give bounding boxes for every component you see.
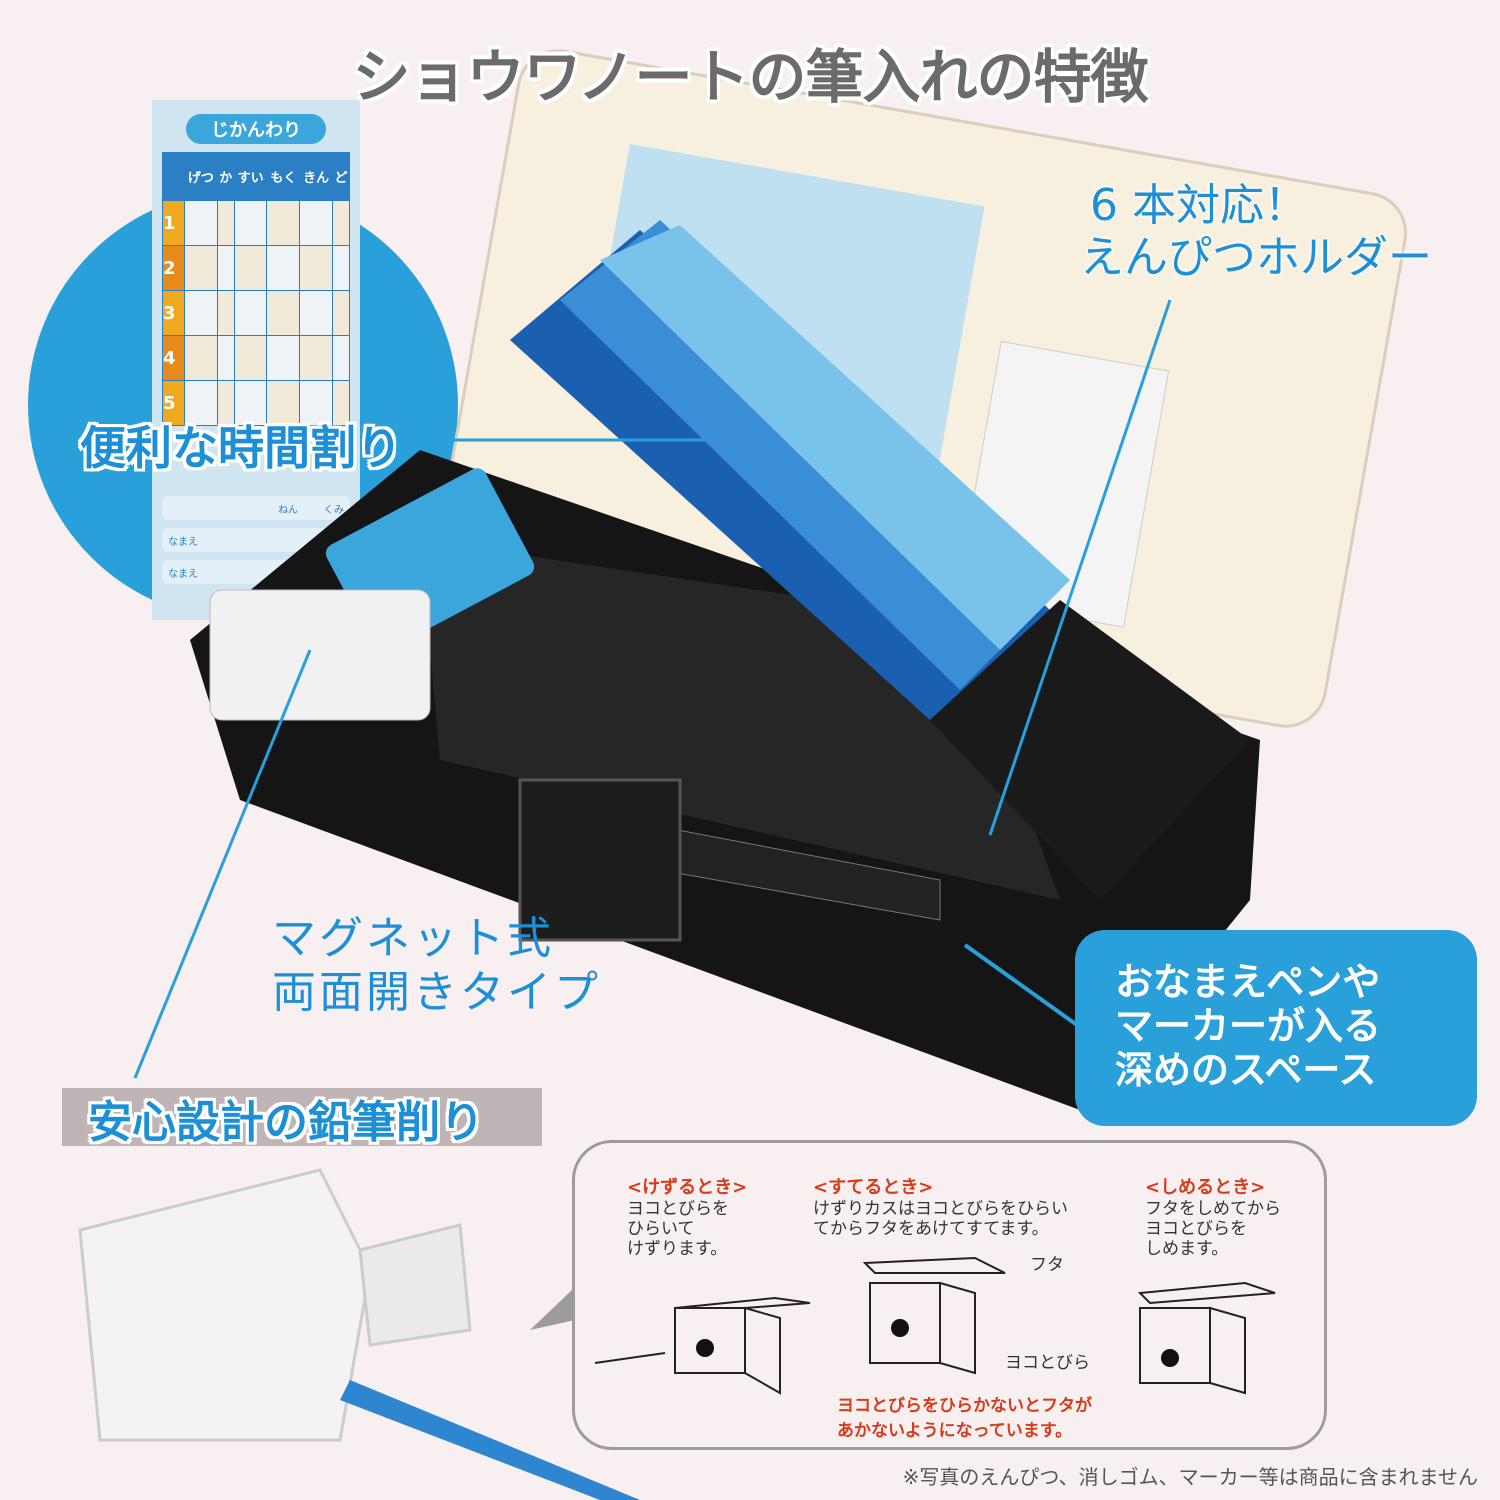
- day: げつ: [184, 152, 218, 201]
- feature-sharpener-label: 安心設計の鉛筆削り: [88, 1097, 484, 1148]
- side-door-label: ヨコとびら: [1005, 1353, 1090, 1373]
- period: 1: [162, 200, 185, 246]
- sharpener-label-bg: [62, 1088, 542, 1146]
- sharpener-photo: [78, 1168, 640, 1500]
- step-empty: <すてるとき> けずりカスはヨコとびらをひらいてからフタをあけてすてます。: [813, 1177, 1068, 1239]
- feature-pencil-holder-label: 6 本対応！えんぴつホルダー: [1080, 180, 1432, 283]
- period: 5: [162, 380, 185, 426]
- step-close: <しめるとき> フタをしめてからヨコとびらをしめます。: [1145, 1177, 1281, 1259]
- period: 3: [162, 290, 185, 336]
- timetable-grid: げつかすいもくきんど 1 2 3 4 5: [162, 152, 351, 426]
- timetable-title: じかんわり: [186, 114, 326, 144]
- feature-magnet-label: マグネット式両面開きタイプ: [272, 913, 601, 1018]
- page-title: ショウワノートの筆入れの特徴: [352, 43, 1148, 111]
- usage-speech-bubble: <けずるとき> ヨコとびらをひらいてけずります。 <すてるとき> けずりカスはヨ…: [572, 1140, 1327, 1450]
- period: 4: [162, 335, 185, 381]
- step-sharpen: <けずるとき> ヨコとびらをひらいてけずります。: [627, 1177, 748, 1259]
- footnote: ※写真のえんぴつ、消しゴム、マーカー等は商品に含まれません: [902, 1465, 1478, 1489]
- day: か: [216, 152, 235, 201]
- sharpener: [209, 589, 431, 721]
- warning-text: ヨコとびらをひらかないとフタがあかないようになっています。: [837, 1396, 1092, 1441]
- day: もく: [266, 152, 301, 201]
- feature-space-callout: おなまえペンやマーカーが入る深めのスペース: [1075, 930, 1477, 1126]
- case-lid: [436, 49, 1408, 728]
- period: 2: [162, 245, 185, 291]
- magnet-clasp: [518, 778, 682, 942]
- day: きん: [299, 152, 333, 201]
- feature-timetable-label: 便利な時間割り: [80, 421, 402, 475]
- pencils: [510, 220, 1070, 720]
- sharpener-diagrams: [594, 1256, 1276, 1395]
- day: すい: [233, 152, 268, 201]
- pencil-holder: [930, 600, 1250, 900]
- lid-label: フタ: [1030, 1255, 1064, 1275]
- timetable-card: じかんわり げつかすいもくきんど 1 2 3 4 5 ねん くみ なまえ なまえ: [152, 100, 360, 620]
- grade-class-line: ねん くみ: [162, 496, 350, 520]
